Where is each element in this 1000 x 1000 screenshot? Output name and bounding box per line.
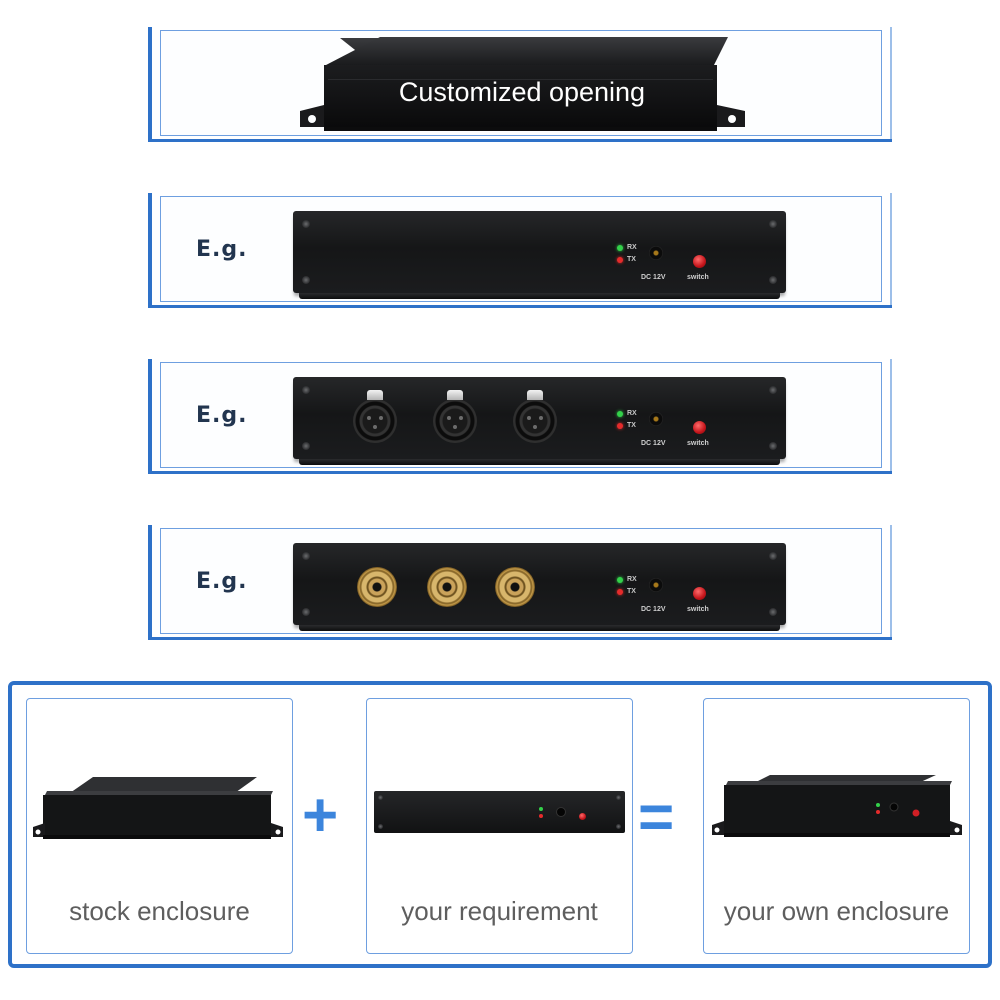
screw-icon <box>769 608 777 616</box>
sma-connector-icon <box>357 567 397 607</box>
tx-indicator: TX <box>617 422 636 429</box>
plus-symbol: + <box>302 781 339 850</box>
screw-icon <box>302 608 310 616</box>
xlr-connector-icon <box>433 390 477 443</box>
screw-icon <box>302 276 310 284</box>
dc-label: DC 12V <box>641 440 666 447</box>
switch-label: switch <box>687 440 709 447</box>
front-panel-device: RX TX DC 12V switch <box>293 211 786 299</box>
card-label: stock enclosure <box>69 896 250 926</box>
screw-icon <box>616 824 621 829</box>
banner-title: Customized opening <box>398 77 646 107</box>
rx-label: RX <box>627 410 637 417</box>
green-led-icon <box>617 410 623 417</box>
rx-indicator: RX <box>617 410 637 417</box>
example-panel-sma: E.g. RX TX DC 12V switch <box>148 525 892 640</box>
green-led-icon <box>617 244 623 251</box>
tx-indicator: TX <box>617 588 636 595</box>
screw-icon <box>302 220 310 228</box>
power-switch-icon <box>693 587 706 600</box>
dc-jack-icon <box>649 246 663 260</box>
screw-icon <box>378 795 383 800</box>
sma-connector-icon <box>495 567 535 607</box>
screw-icon <box>302 386 310 394</box>
xlr-latch-icon <box>527 390 543 400</box>
red-led-icon <box>617 588 623 595</box>
screw-icon <box>769 442 777 450</box>
rx-indicator: RX <box>617 576 637 583</box>
red-led-icon <box>539 814 543 818</box>
dc-jack-icon <box>556 807 566 817</box>
screw-icon <box>769 386 777 394</box>
screw-icon <box>769 552 777 560</box>
panel-accent <box>890 525 892 637</box>
front-panel-device: RX TX DC 12V switch <box>293 543 786 631</box>
green-led-icon <box>539 807 543 811</box>
switch-label: switch <box>687 606 709 613</box>
panel-accent <box>890 27 892 139</box>
card-stock-enclosure: stock enclosure <box>26 698 293 954</box>
screw-icon <box>769 220 777 228</box>
tx-label: TX <box>627 588 636 595</box>
dc-jack-icon <box>649 412 663 426</box>
red-led-icon <box>617 422 623 429</box>
banner-panel: Customized opening <box>148 27 892 142</box>
example-label: E.g. <box>196 237 248 262</box>
equals-symbol: = <box>638 783 675 852</box>
dc-label: DC 12V <box>641 606 666 613</box>
card-label: your requirement <box>401 896 598 926</box>
red-led-icon <box>617 256 623 263</box>
switch-label: switch <box>687 274 709 281</box>
stock-enclosure-image <box>33 777 283 839</box>
example-label: E.g. <box>196 403 248 428</box>
card-your-requirement: your requirement <box>366 698 633 954</box>
requirement-front-panel <box>374 791 625 833</box>
enclosure-top-image <box>300 37 745 131</box>
front-panel-device: RX TX DC 12V switch <box>293 377 786 465</box>
power-switch-icon <box>579 813 586 820</box>
card-label: your own enclosure <box>723 896 950 926</box>
dc-jack-icon <box>649 578 663 592</box>
xlr-latch-icon <box>367 390 383 400</box>
example-panel-plain: E.g. RX TX DC 12V switch <box>148 193 892 308</box>
custom-enclosure-image <box>712 775 962 837</box>
rx-label: RX <box>627 244 637 251</box>
tx-indicator: TX <box>617 256 636 263</box>
screw-icon <box>616 795 621 800</box>
panel-accent <box>890 193 892 305</box>
example-panel-xlr: E.g. RX TX DC 12V switch <box>148 359 892 474</box>
rx-indicator: RX <box>617 244 637 251</box>
power-switch-icon <box>693 421 706 434</box>
example-label: E.g. <box>196 569 248 594</box>
xlr-latch-icon <box>447 390 463 400</box>
dc-label: DC 12V <box>641 274 666 281</box>
rx-label: RX <box>627 576 637 583</box>
screw-icon <box>302 442 310 450</box>
power-switch-icon <box>693 255 706 268</box>
xlr-connector-icon <box>353 390 397 443</box>
green-led-icon <box>617 576 623 583</box>
screw-icon <box>378 824 383 829</box>
sma-connector-icon <box>427 567 467 607</box>
tx-label: TX <box>627 422 636 429</box>
screw-icon <box>769 276 777 284</box>
tx-label: TX <box>627 256 636 263</box>
xlr-connector-icon <box>513 390 557 443</box>
card-your-own-enclosure: your own enclosure <box>703 698 970 954</box>
panel-accent <box>890 359 892 471</box>
screw-icon <box>302 552 310 560</box>
